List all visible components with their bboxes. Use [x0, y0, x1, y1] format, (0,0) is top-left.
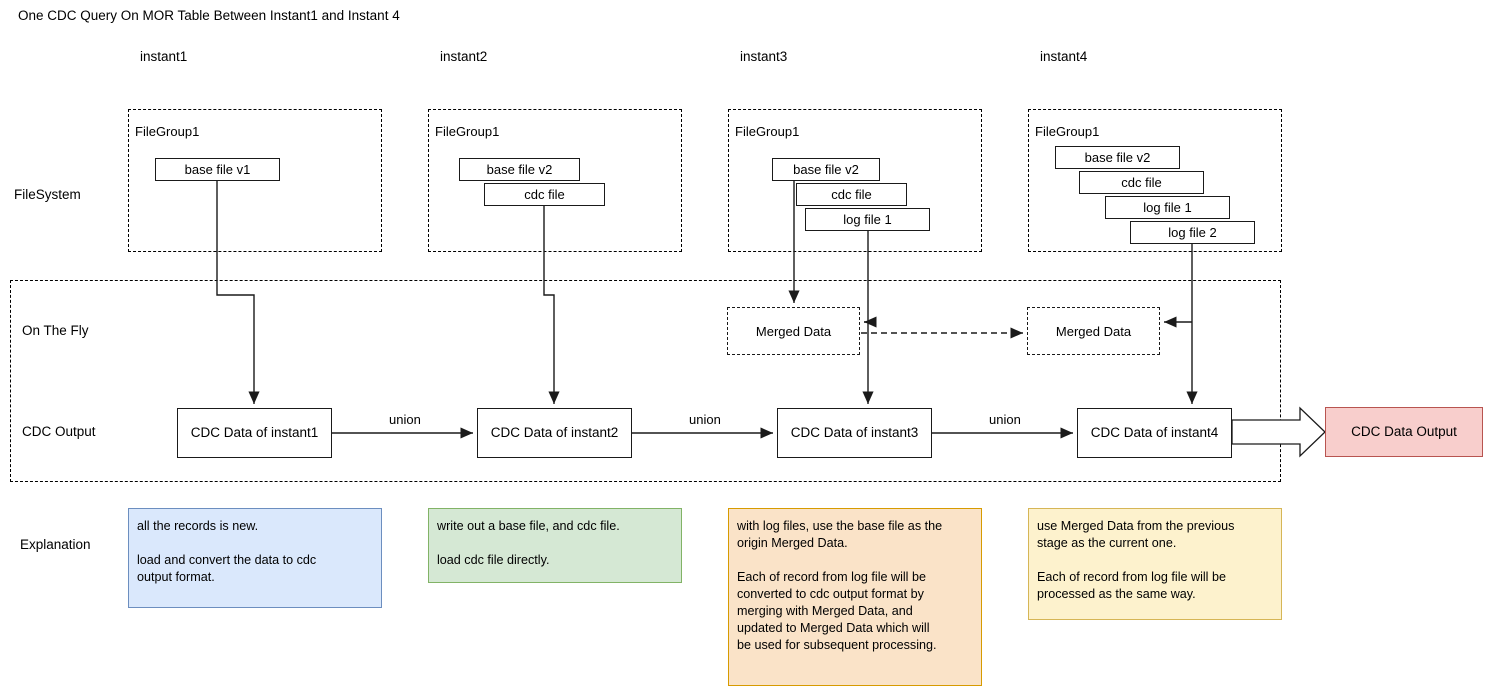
column-header-instant4: instant4 [1040, 49, 1088, 64]
filegroup-instant3: FileGroup1 [728, 109, 982, 252]
filegroup-label-instant3: FileGroup1 [735, 124, 800, 139]
filebox-cdc-file-instant4[interactable]: cdc file [1079, 171, 1204, 194]
filegroup-instant1: FileGroup1 [128, 109, 382, 252]
filebox-log-file-1-instant3[interactable]: log file 1 [805, 208, 930, 231]
row-label-explanation: Explanation [20, 537, 91, 552]
filegroup-instant2: FileGroup1 [428, 109, 682, 252]
cdc-data-output-box[interactable]: CDC Data Output [1325, 407, 1483, 457]
filebox-base-file-v2-instant4[interactable]: base file v2 [1055, 146, 1180, 169]
on-the-fly-cdc-output-container [10, 280, 1281, 482]
explanation-instant4: use Merged Data from the previous stage … [1028, 508, 1282, 620]
merged-data-instant4[interactable]: Merged Data [1027, 307, 1160, 355]
filegroup-label-instant4: FileGroup1 [1035, 124, 1100, 139]
filegroup-instant4: FileGroup1 [1028, 109, 1282, 252]
column-header-instant2: instant2 [440, 49, 488, 64]
row-label-on-the-fly: On The Fly [22, 323, 89, 338]
union-label-2: union [686, 412, 724, 427]
cdc-data-instant3[interactable]: CDC Data of instant3 [777, 408, 932, 458]
filebox-log-file-2-instant4[interactable]: log file 2 [1130, 221, 1255, 244]
filebox-cdc-file-instant2[interactable]: cdc file [484, 183, 605, 206]
merged-data-instant3[interactable]: Merged Data [727, 307, 860, 355]
cdc-data-instant1[interactable]: CDC Data of instant1 [177, 408, 332, 458]
explanation-instant2: write out a base file, and cdc file. loa… [428, 508, 682, 583]
filebox-base-file-v1[interactable]: base file v1 [155, 158, 280, 181]
row-label-filesystem: FileSystem [14, 187, 81, 202]
filebox-base-file-v2-instant3[interactable]: base file v2 [772, 158, 880, 181]
explanation-instant1: all the records is new. load and convert… [128, 508, 382, 608]
filebox-base-file-v2-instant2[interactable]: base file v2 [459, 158, 580, 181]
diagram-title: One CDC Query On MOR Table Between Insta… [18, 8, 400, 23]
filegroup-label-instant1: FileGroup1 [135, 124, 200, 139]
row-label-cdc-output: CDC Output [22, 424, 96, 439]
cdc-data-instant2[interactable]: CDC Data of instant2 [477, 408, 632, 458]
column-header-instant1: instant1 [140, 49, 188, 64]
cdc-data-instant4[interactable]: CDC Data of instant4 [1077, 408, 1232, 458]
filegroup-label-instant2: FileGroup1 [435, 124, 500, 139]
column-header-instant3: instant3 [740, 49, 788, 64]
filebox-log-file-1-instant4[interactable]: log file 1 [1105, 196, 1230, 219]
explanation-instant3: with log files, use the base file as the… [728, 508, 982, 686]
filebox-cdc-file-instant3[interactable]: cdc file [796, 183, 907, 206]
union-label-1: union [386, 412, 424, 427]
union-label-3: union [986, 412, 1024, 427]
